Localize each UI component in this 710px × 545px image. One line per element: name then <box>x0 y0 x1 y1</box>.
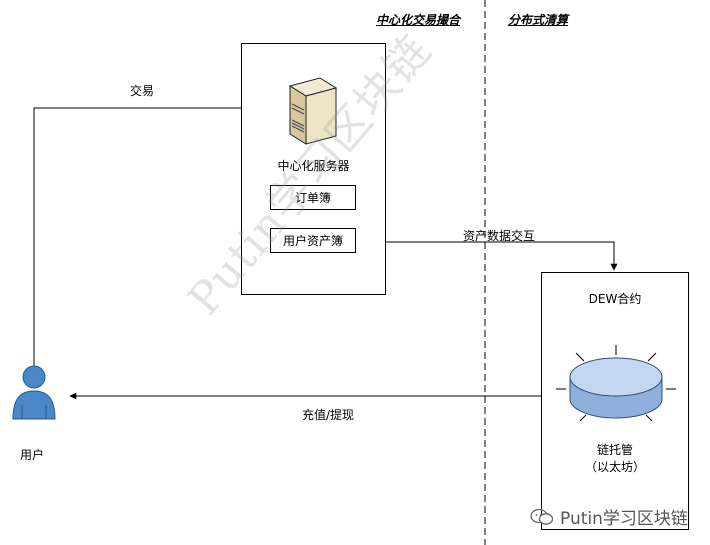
user-asset-book-label: 用户资产簿 <box>282 234 343 248</box>
server-icon <box>288 77 338 145</box>
wechat-icon <box>530 508 554 525</box>
deposit-withdraw-label: 充值/提现 <box>302 408 355 422</box>
order-book-label: 订单簿 <box>294 191 331 205</box>
contract-title: DEW合约 <box>588 292 642 306</box>
brand-footer: Putin学习区块链 <box>530 504 688 529</box>
user-asset-book-box: 用户资产簿 <box>270 228 356 253</box>
order-book-box: 订单簿 <box>270 185 356 210</box>
trade-label: 交易 <box>130 84 155 98</box>
user-icon <box>12 365 56 420</box>
user-label: 用户 <box>20 448 45 462</box>
custody-title: 链托管 <box>596 443 633 457</box>
server-title: 中心化服务器 <box>277 159 350 173</box>
section-centralized-title: 中心化交易撮合 <box>376 13 461 27</box>
trade-connector <box>33 104 296 368</box>
asset-exchange-connector <box>355 238 618 271</box>
asset-exchange-label: 资产数据交互 <box>463 229 536 243</box>
chain-custody-icon <box>556 345 676 422</box>
custody-subtitle: （以太坊） <box>584 460 645 474</box>
brand-text: Putin学习区块链 <box>560 509 688 529</box>
section-distributed-title: 分布式清算 <box>508 13 569 27</box>
